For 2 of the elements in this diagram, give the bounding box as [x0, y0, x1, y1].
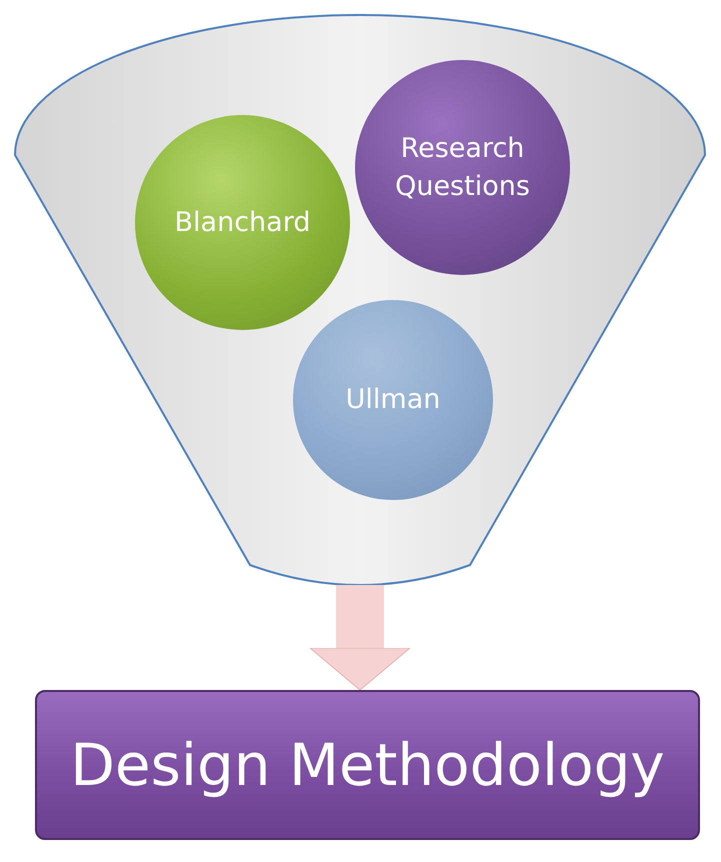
arrow — [310, 585, 410, 690]
process-box: Design Methodology — [35, 690, 700, 840]
